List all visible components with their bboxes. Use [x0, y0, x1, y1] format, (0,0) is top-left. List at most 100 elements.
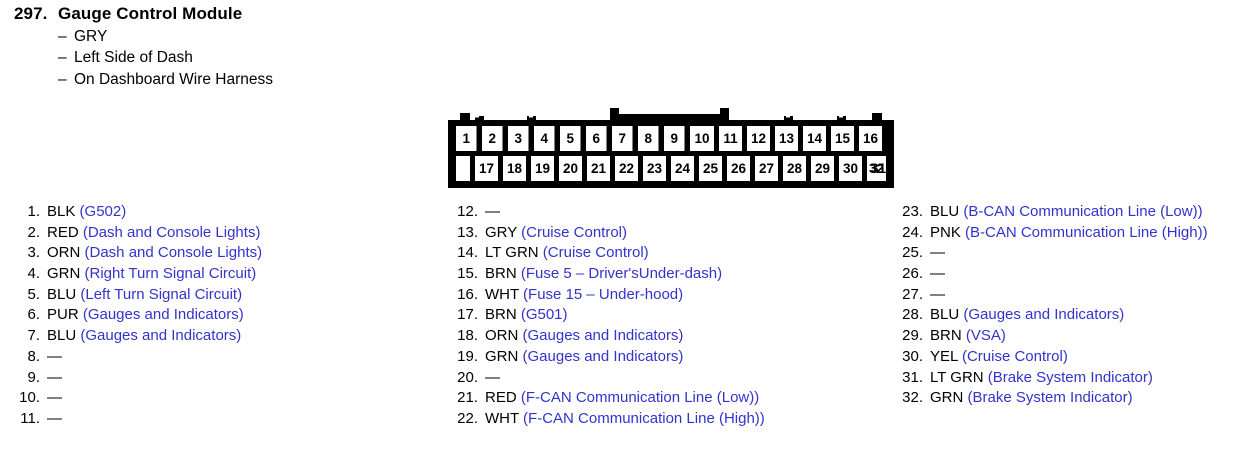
pin-entry: ORN (Gauges and Indicators): [485, 327, 683, 344]
pin-list-item: 24.PNK (B-CAN Communication Line (High)): [897, 224, 1208, 245]
pin-cell: [560, 126, 581, 151]
pin-cell: [867, 156, 886, 181]
pin-number: 2: [488, 131, 496, 146]
pin-entry: BRN (G501): [485, 306, 568, 323]
pin-list-item: 8.—: [14, 348, 262, 369]
pin-entry: —: [47, 410, 62, 427]
pin-wire-color: PNK: [930, 223, 961, 241]
pin-cell: [456, 126, 477, 151]
pin-index: 21.: [457, 389, 478, 407]
pin-circuit-description: (Gauges and Indicators): [518, 347, 684, 365]
pin-unused-marker: —: [485, 368, 500, 386]
pin-wire-color: WHT: [485, 409, 519, 427]
pin-index: 31.: [902, 368, 923, 386]
pin-index: 6.: [27, 306, 40, 324]
pin-circuit-description: (VSA): [961, 327, 1006, 345]
pin-wire-color: BLK: [47, 203, 76, 220]
pin-list-item: 7.BLU (Gauges and Indicators): [14, 327, 262, 348]
pin-cell-blank: [456, 156, 470, 181]
pin-list-item: 5.BLU (Left Turn Signal Circuit): [14, 286, 262, 307]
pin-list-item: 6. PUR (Gauges and Indicators): [14, 306, 262, 327]
pin-entry: RED (Dash and Console Lights): [47, 224, 260, 241]
pin-list-item: 30.YEL (Cruise Control): [897, 348, 1208, 369]
module-attribute-harness: – On Dashboard Wire Harness: [58, 71, 614, 89]
pin-list-item: 26.—: [897, 265, 1208, 286]
pin-circuit-description: (F-CAN Communication Line (High)): [518, 409, 765, 427]
pin-circuit-description: (Brake System Indicator): [983, 368, 1153, 386]
pin-wire-color: ORN: [47, 244, 81, 262]
pin-entry: GRN (Brake System Indicator): [930, 389, 1133, 406]
pin-index: 11.: [20, 409, 40, 427]
pin-cell: [727, 156, 750, 181]
pin-entry: PUR (Gauges and Indicators): [47, 306, 244, 323]
pin-list-column-1: 1.BLK (G502)2.RED (Dash and Console Ligh…: [14, 203, 262, 431]
pin-unused-marker: —: [930, 244, 945, 262]
latch-bridge-slot: [619, 110, 720, 114]
pin-circuit-description: (B-CAN Communication Line (Low)): [959, 203, 1203, 220]
module-attribute-label: Left Side of Dash: [74, 49, 193, 66]
pin-entry: —: [930, 265, 945, 282]
module-attribute-location: – Left Side of Dash: [58, 49, 614, 67]
pin-entry: PNK (B-CAN Communication Line (High)): [930, 224, 1208, 241]
pin-index: 2.: [27, 223, 40, 241]
pin-cell: [559, 156, 582, 181]
pin-cell: [508, 126, 529, 151]
pin-list-item: 32.GRN (Brake System Indicator): [897, 389, 1208, 410]
tab-bump-right-2: [837, 116, 846, 121]
pin-number: 22: [619, 161, 634, 176]
pin-wire-color: BLU: [930, 306, 960, 324]
pin-entry: RED (F-CAN Communication Line (Low)): [485, 389, 759, 406]
pin-index: 15.: [457, 265, 478, 283]
pin-list-item: 22.WHT (F-CAN Communication Line (High)): [452, 410, 765, 431]
pin-number: 1: [462, 131, 470, 146]
pin-list-item: 18.ORN (Gauges and Indicators): [452, 327, 765, 348]
pin-entry: LT GRN (Cruise Control): [485, 244, 649, 261]
pin-list-item: 20.—: [452, 369, 765, 390]
pin-wire-color: LT GRN: [485, 244, 539, 262]
tab-bump-right-1: [784, 116, 793, 121]
pin-cell: [638, 126, 659, 151]
pin-entry: BLU (Gauges and Indicators): [930, 306, 1124, 323]
pin-list-item: 31.LT GRN (Brake System Indicator): [897, 369, 1208, 390]
pin-index: 8.: [27, 347, 40, 365]
pin-list-item: 9.—: [14, 369, 262, 390]
pin-circuit-description: (Gauges and Indicators): [959, 306, 1125, 324]
pin-circuit-description: (Brake System Indicator): [963, 389, 1133, 407]
pin-list-column-3: 23.BLU (B-CAN Communication Line (Low))2…: [897, 203, 1208, 410]
pin-index: 25.: [902, 244, 923, 262]
bullet-dash: –: [58, 70, 67, 88]
pin-wire-color: GRN: [930, 389, 964, 407]
pin-index: 4.: [27, 265, 40, 283]
pin-entry: BLU (Gauges and Indicators): [47, 327, 241, 344]
pin-cell: [671, 156, 694, 181]
pin-cell: [586, 126, 607, 151]
pin-circuit-description: (Left Turn Signal Circuit): [76, 285, 243, 303]
connector-top-row: 1 2 3 4 5 6 7 8 9 10 11 12 13 14 15 16: [456, 126, 882, 151]
pin-cell: [831, 126, 854, 151]
pin-number: 12: [751, 131, 766, 146]
pin-number: 17: [479, 161, 494, 176]
pin-index: 10.: [19, 389, 40, 407]
pin-number: 32: [869, 161, 884, 176]
pin-number: 19: [535, 161, 550, 176]
pin-entry: BRN (VSA): [930, 327, 1006, 344]
pin-index: 12.: [457, 203, 478, 220]
pin-index: 19.: [457, 347, 478, 365]
pin-list-item: 14.LT GRN (Cruise Control): [452, 244, 765, 265]
pin-entry: GRN (Right Turn Signal Circuit): [47, 265, 256, 282]
pin-index: 17.: [457, 306, 478, 324]
pin-circuit-description: (Gauges and Indicators): [76, 327, 242, 345]
pin-circuit-description: (Gauges and Indicators): [78, 306, 244, 324]
pin-unused-marker: —: [485, 203, 500, 220]
pin-list-item: 29.BRN (VSA): [897, 327, 1208, 348]
pin-number: 20: [563, 161, 578, 176]
connector-diagram: 1 2 3 4 5 6 7 8 9 10 11 12 13 14 15 16: [448, 108, 894, 188]
pin-circuit-description: (Cruise Control): [516, 223, 627, 241]
pin-wire-color: WHT: [485, 285, 519, 303]
pin-wire-color: BLU: [47, 327, 77, 345]
pin-list-item: 13.GRY (Cruise Control): [452, 224, 765, 245]
pin-entry: —: [930, 286, 945, 303]
pin-entry: —: [485, 203, 500, 220]
pin-cell: [615, 156, 638, 181]
pin-cell: [531, 156, 554, 181]
